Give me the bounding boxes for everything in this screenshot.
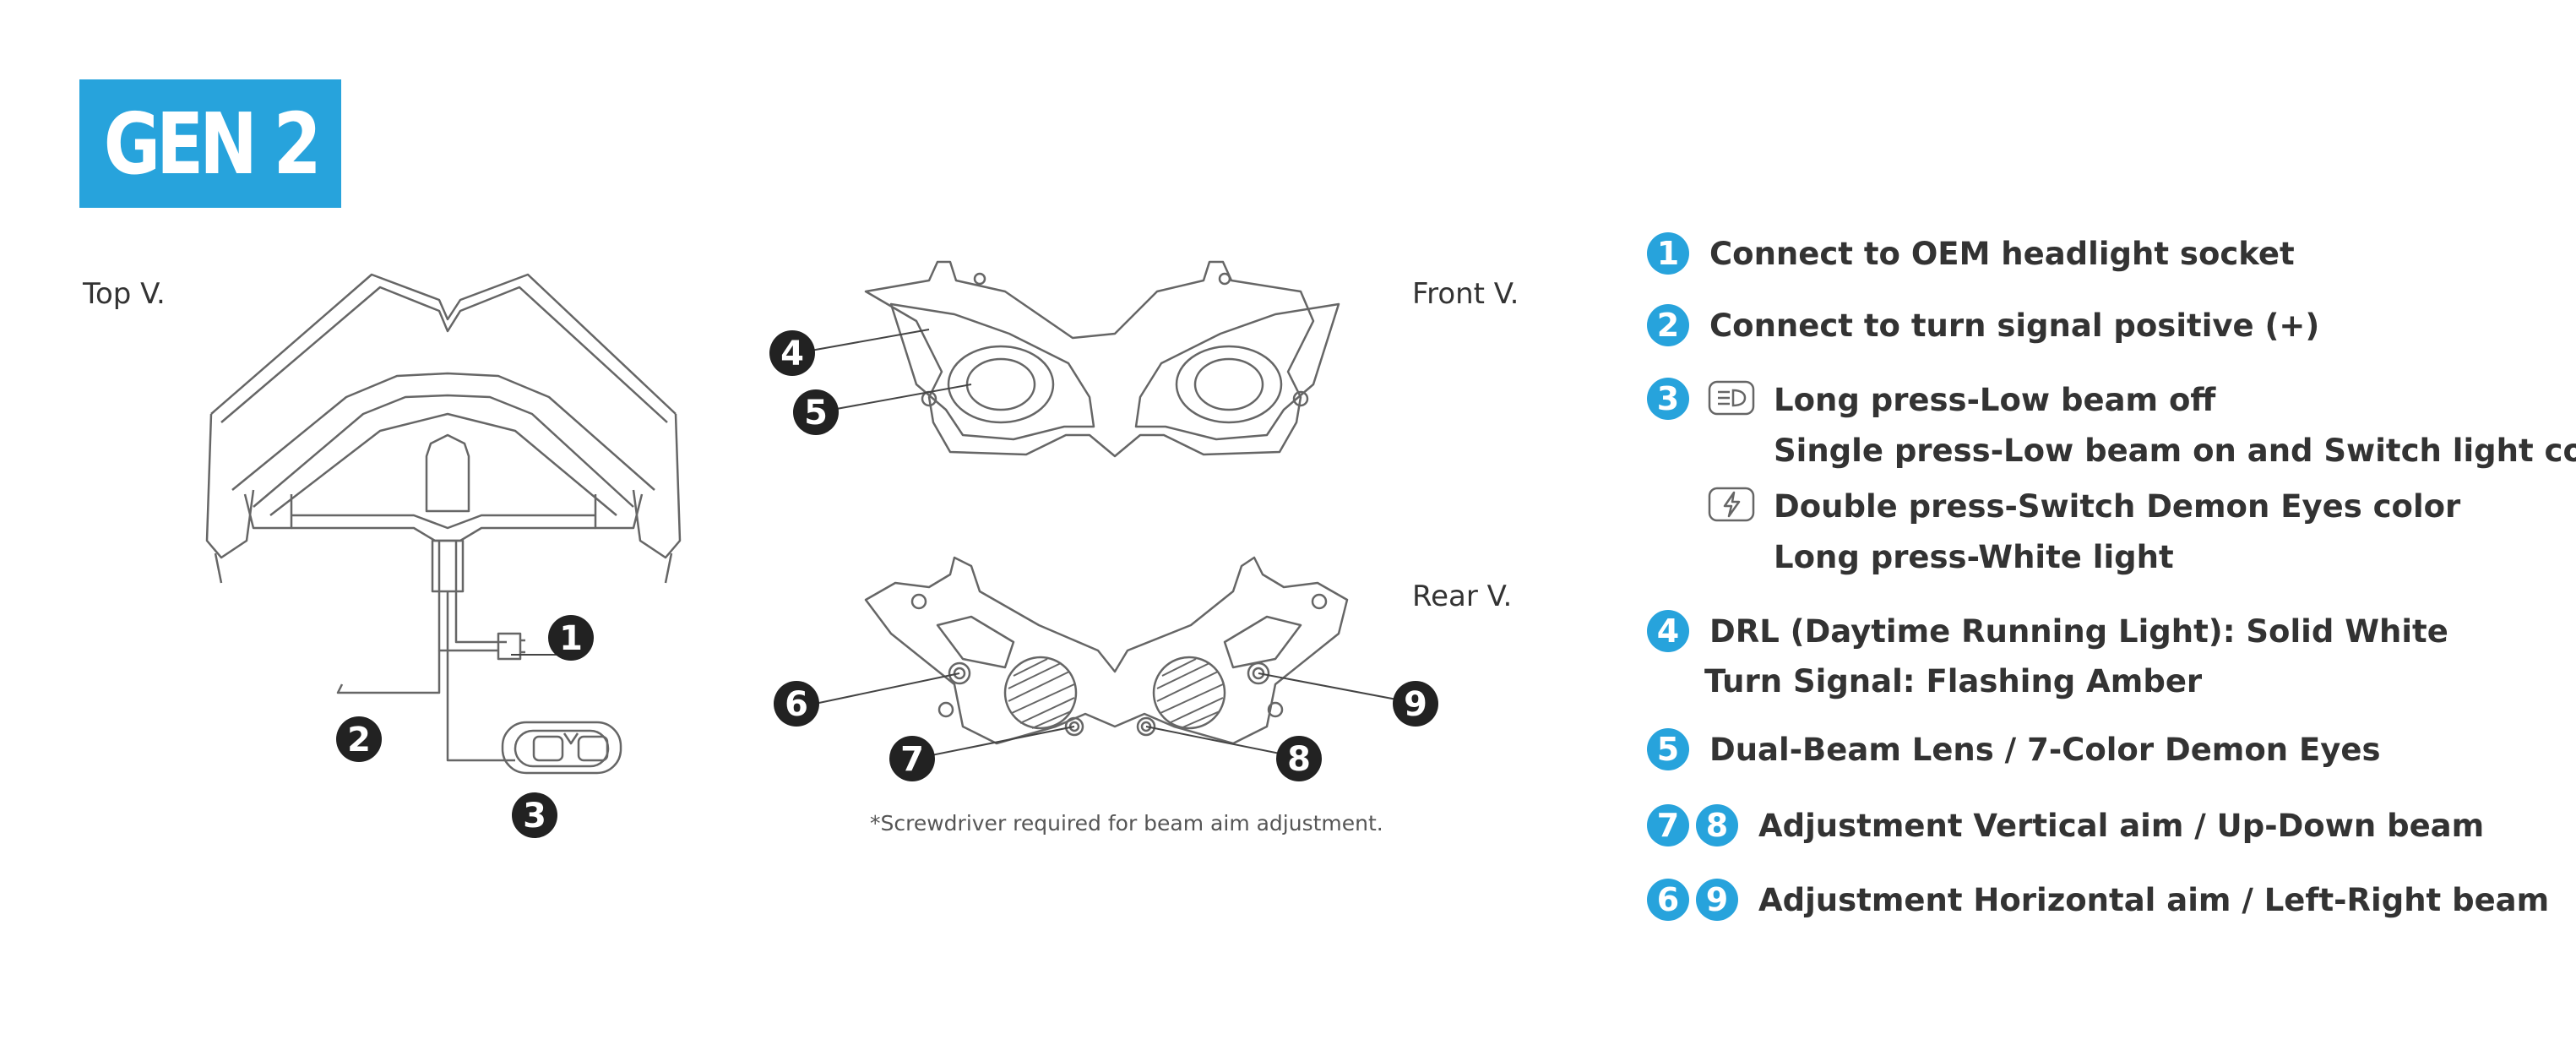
legend-4-line-2: Turn Signal: Flashing Amber (1704, 663, 2203, 699)
headlight-diagram: 1 2 3 4 5 6 7 8 (205, 260, 1438, 838)
marker-4: 4 (769, 330, 815, 376)
legend-text-2: Connect to turn signal positive (+) (1709, 307, 2320, 344)
legend-item-6-9: 6 9 Adjustment Horizontal aim / Left-Rig… (1647, 879, 2549, 921)
marker-8-label: 8 (1287, 740, 1311, 779)
legend-num-8: 8 (1696, 804, 1738, 846)
badge-label: GEN 2 (103, 94, 322, 193)
rear-view-drawing (864, 556, 1349, 745)
marker-5: 5 (793, 389, 839, 435)
legend-item-2: 2 Connect to turn signal positive (+) (1647, 304, 2319, 346)
legend-item-5: 5 Dual-Beam Lens / 7-Color Demon Eyes (1647, 728, 2381, 770)
legend-num-2: 2 (1647, 304, 1689, 346)
marker-9-label: 9 (1404, 685, 1427, 724)
legend-text-1: Connect to OEM headlight socket (1709, 235, 2295, 272)
legend-3-line-2: Single press-Low beam on and Switch ligh… (1774, 433, 2576, 469)
legend-text-6-9: Adjustment Horizontal aim / Left-Right b… (1758, 881, 2550, 918)
marker-7: 7 (889, 736, 935, 781)
marker-5-label: 5 (804, 394, 828, 433)
low-beam-icon (1708, 380, 1755, 416)
marker-3-label: 3 (523, 797, 546, 836)
legend-num-7: 7 (1647, 804, 1689, 846)
marker-2-label: 2 (347, 721, 371, 759)
marker-8: 8 (1276, 736, 1322, 781)
front-view-drawing (864, 260, 1340, 458)
marker-4-label: 4 (780, 335, 804, 373)
gen-badge: GEN 2 (79, 79, 341, 208)
legend-num-6: 6 (1647, 879, 1689, 921)
legend-3-line-3: Double press-Switch Demon Eyes color (1774, 488, 2461, 525)
marker-7-label: 7 (900, 740, 924, 779)
marker-6: 6 (774, 681, 819, 727)
screwdriver-note: *Screwdriver required for beam aim adjus… (870, 811, 1383, 836)
leader-lines (511, 329, 1420, 759)
legend-text-7-8: Adjustment Vertical aim / Up-Down beam (1758, 807, 2485, 844)
legend-item-1: 1 Connect to OEM headlight socket (1647, 232, 2295, 275)
marker-6-label: 6 (785, 685, 808, 724)
legend-3-line-4: Long press-White light (1774, 539, 2174, 575)
top-view-label: Top V. (83, 277, 166, 311)
marker-1: 1 (548, 615, 594, 661)
legend-item-4: 4 DRL (Daytime Running Light): Solid Whi… (1647, 610, 2448, 652)
legend-3-line-1: Long press-Low beam off (1774, 382, 2216, 418)
legend-num-5: 5 (1647, 728, 1689, 770)
legend-4-line-1: DRL (Daytime Running Light): Solid White (1709, 612, 2448, 650)
legend-num-1: 1 (1647, 232, 1689, 275)
front-view-label: Front V. (1412, 277, 1519, 311)
legend-num-9: 9 (1696, 879, 1738, 921)
rear-view-label: Rear V. (1412, 580, 1513, 613)
marker-9: 9 (1393, 681, 1438, 727)
legend-item-7-8: 7 8 Adjustment Vertical aim / Up-Down be… (1647, 804, 2484, 846)
marker-2: 2 (336, 716, 382, 762)
lightning-icon (1708, 487, 1755, 522)
marker-3: 3 (512, 792, 557, 838)
marker-1-label: 1 (559, 619, 583, 658)
legend-num-3: 3 (1647, 378, 1689, 420)
legend-item-3: 3 (1647, 378, 1689, 420)
top-view-drawing (205, 273, 682, 775)
legend-num-4: 4 (1647, 610, 1689, 652)
legend: 1 Connect to OEM headlight socket 2 Conn… (1647, 0, 2576, 1056)
legend-text-5: Dual-Beam Lens / 7-Color Demon Eyes (1709, 731, 2381, 768)
